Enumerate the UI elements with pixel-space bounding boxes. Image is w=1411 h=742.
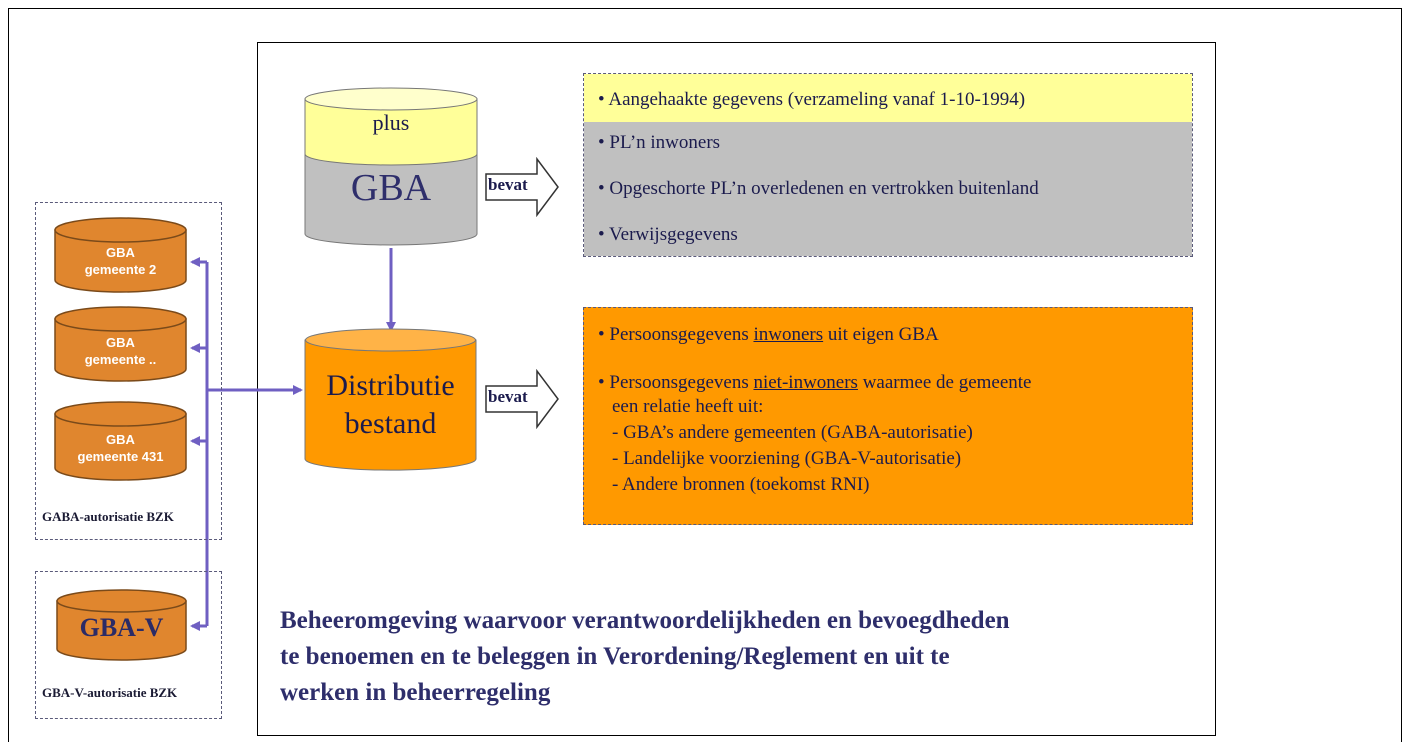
distribution-cylinder: Distributie bestand xyxy=(304,327,477,472)
panel-item-inwoners: • Persoonsgegevens inwoners uit eigen GB… xyxy=(598,324,939,345)
gemeente-431-line-1: GBA xyxy=(106,432,135,447)
gba-contents-panel: • Aangehaakte gegevens (verzameling vana… xyxy=(583,73,1193,257)
panel-item-niet-inwoners: • Persoonsgegevens niet-inwoners waarmee… xyxy=(598,372,1032,393)
panel-subitem-andere-gemeenten: - GBA’s andere gemeenten (GABA-autorisat… xyxy=(612,422,973,443)
bevat-label-top: bevat xyxy=(488,175,528,194)
gemeente-dots-line-1: GBA xyxy=(106,335,135,350)
footer-line-1: Beheeromgeving waarvoor verantwoordelijk… xyxy=(280,607,1010,634)
gemeente-431-line-2: gemeente 431 xyxy=(77,449,164,464)
outer-frame xyxy=(8,8,1402,742)
gemeente-2-cylinder: GBA gemeente 2 xyxy=(54,217,187,293)
gemeente-2-line-2: gemeente 2 xyxy=(84,262,157,277)
gbav-label: GBA-V xyxy=(79,613,164,642)
panel-item-aangehaakt: • Aangehaakte gegevens (verzameling vana… xyxy=(598,89,1026,110)
footer-line-2: te benoemen en te beleggen in Verordenin… xyxy=(280,643,950,670)
panel-subitem-andere-bronnen: - Andere bronnen (toekomst RNI) xyxy=(612,474,870,495)
gemeente-dots-cylinder: GBA gemeente .. xyxy=(54,306,187,382)
bevat-arrow-top: bevat xyxy=(485,157,560,217)
gbav-autorisatie-group: GBA-V-autorisatie BZK xyxy=(35,571,222,719)
gba-cylinder: plus GBA xyxy=(304,86,478,246)
gemeente-dots-line-2: gemeente .. xyxy=(84,352,157,367)
gba-label: GBA xyxy=(350,167,432,209)
panel-item-relatie: een relatie heeft uit: xyxy=(612,396,764,417)
gaba-autorisatie-group: GABA-autorisatie BZK xyxy=(35,202,222,540)
footer-statement: Beheeromgeving waarvoor verantwoordelijk… xyxy=(280,603,1010,711)
panel-item-pl-inwoners: • PL’n inwoners xyxy=(598,132,721,153)
gbav-cylinder: GBA-V xyxy=(56,589,187,661)
bevat-arrow-bottom: bevat xyxy=(485,369,560,429)
gemeente-2-line-1: GBA xyxy=(106,245,135,260)
panel-subitem-landelijke-voorziening: - Landelijke voorziening (GBA-V-autorisa… xyxy=(612,448,962,469)
panel-item-verwijsgegevens: • Verwijsgegevens xyxy=(598,224,738,245)
panel-item-opgeschorte: • Opgeschorte PL’n overledenen en vertro… xyxy=(598,178,1039,199)
distribution-line-2: bestand xyxy=(344,407,437,440)
distribution-contents-panel: • Persoonsgegevens inwoners uit eigen GB… xyxy=(583,307,1193,525)
footer-line-3: werken in beheerregeling xyxy=(280,679,551,706)
plus-label: plus xyxy=(372,110,410,135)
gaba-group-label: GABA-autorisatie BZK xyxy=(42,509,174,524)
gemeente-431-cylinder: GBA gemeente 431 xyxy=(54,401,187,481)
distribution-line-1: Distributie xyxy=(326,369,455,402)
gbav-group-label: GBA-V-autorisatie BZK xyxy=(42,685,178,700)
bevat-label-bottom: bevat xyxy=(488,387,528,406)
